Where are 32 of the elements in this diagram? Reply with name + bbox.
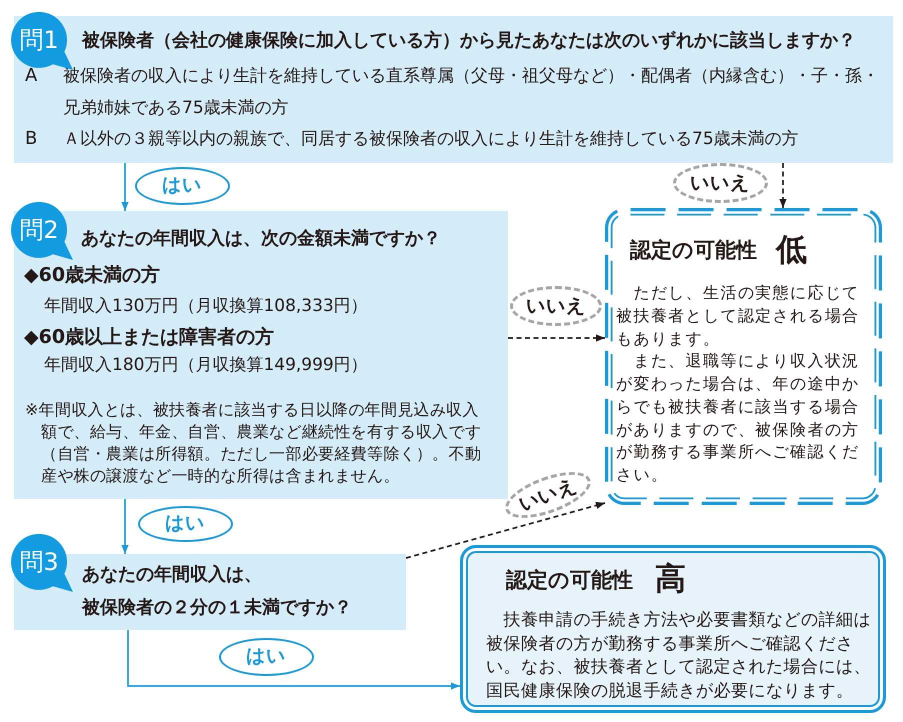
result-text: 扶養申請の手続き方法や必要書類などの詳細は被保険者の方が勤務する事業所へご確認ください。なお、被扶養者として認定された場合には、国民健康保険の脱退手続きが必要になります。 xyxy=(486,608,872,702)
question-text: 被保険者（会社の健康保険に加入している方）から見たあなたは次のいずれかに該当しますか？ xyxy=(82,29,856,53)
edge-label: はい xyxy=(138,506,232,542)
option-letter: B xyxy=(25,127,38,151)
question-badge: 問2 xyxy=(10,201,74,263)
income-text: 年間収入180万円（月収換算149,999円） xyxy=(44,354,368,377)
result-heading: 認定の可能性 xyxy=(506,567,633,594)
question-text: あなたの年間収入は、次の金額未満ですか？ xyxy=(81,227,441,251)
result-level: 高 xyxy=(655,561,686,597)
result-heading: 認定の可能性 xyxy=(630,237,757,264)
result-level: 低 xyxy=(776,232,807,268)
criteria-heading: ◆60歳未満の方 xyxy=(24,263,160,288)
edge-label: いいえ xyxy=(672,163,768,203)
edge-label: いいえ xyxy=(510,286,602,326)
result-text: また、退職等により収入状況が変わった場合は、年の途中からでも被扶養者に該当する場合がありますので、被保険者の方が勤務する事業所へご確認ください。 xyxy=(616,350,861,486)
arrow xyxy=(779,163,787,208)
arrow xyxy=(127,630,460,690)
question-badge: 問3 xyxy=(10,533,74,595)
result-box xyxy=(460,545,886,713)
arrow xyxy=(121,499,129,554)
edge-label: はい xyxy=(218,638,314,676)
note-text: ※年間収入とは、被扶養者に該当する日以降の年間見込み収入額で、給与、年金、自営、農業など継続性を有する収入です（自営・農業は所得額。ただし一部必要経費等除く）。不動産や株の譲渡など一時的な所得は含まれません。 xyxy=(25,399,482,487)
result-box xyxy=(605,208,882,505)
result-text: ただし、生活の実態に応じて被扶養者として認定される場合もあります。 xyxy=(616,282,861,350)
arrow xyxy=(121,163,129,211)
criteria-heading: ◆60歳以上または障害者の方 xyxy=(24,325,274,350)
option-text: Ａ以外の３親等以内の親族で、同居する被保険者の収入により生計を維持している75歳未満の方 xyxy=(63,128,800,151)
question-text: あなたの年間収入は、被保険者の２分の１未満ですか？ xyxy=(82,563,353,620)
arrow xyxy=(508,334,605,342)
income-text: 年間収入130万円（月収換算108,333円） xyxy=(44,295,368,318)
edge-label: はい xyxy=(134,167,230,205)
arrow xyxy=(406,502,606,559)
